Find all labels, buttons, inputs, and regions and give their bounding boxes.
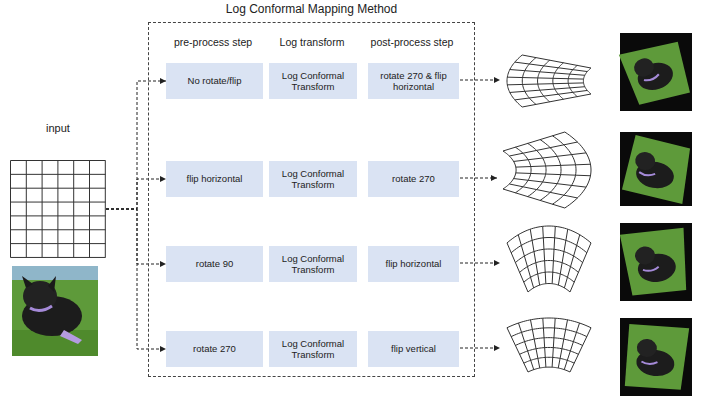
grid-line (509, 142, 577, 156)
grid-line (558, 320, 567, 368)
grid-line (89, 161, 90, 258)
process-box: Log Conformal Transform (269, 246, 357, 282)
output-photo (619, 33, 694, 111)
node-text: rotate 90 (196, 258, 234, 269)
output-arrows (460, 80, 500, 348)
node-text: rotate 270 (392, 173, 435, 184)
grid-line (73, 161, 74, 258)
input-grid-drawing (10, 160, 106, 258)
warped-grid (507, 226, 591, 292)
node-text: flip horizontal (187, 173, 243, 184)
grid-line (543, 318, 546, 367)
column-header: post-process step (352, 36, 472, 48)
dashed-connector (106, 179, 166, 209)
grid-line (11, 174, 106, 175)
grid-line (528, 367, 570, 372)
grid-line (507, 243, 528, 292)
node-text: flip horizontal (386, 258, 442, 269)
process-box: flip horizontal (166, 161, 263, 197)
grid-line (510, 70, 585, 76)
grid-line (514, 153, 586, 162)
node-text: input (8, 122, 108, 134)
warped-grid (507, 318, 591, 372)
grid-line (518, 323, 533, 370)
grid-line (503, 132, 565, 151)
warped-grids (503, 55, 591, 372)
grid-line (42, 161, 43, 258)
grid-line (570, 243, 591, 292)
grid-line (564, 323, 579, 370)
grid-line (558, 229, 567, 285)
process-box: rotate 270 (166, 331, 263, 367)
grid-line (503, 151, 516, 189)
process-box: flip vertical (368, 331, 459, 367)
grid-line (510, 87, 585, 93)
method-frame: No rotate/flipLog Conformal Transformrot… (148, 22, 475, 377)
grid-line (522, 55, 591, 68)
dashed-connector (106, 81, 166, 209)
warped-grid (507, 55, 591, 107)
process-box: flip horizontal (368, 246, 459, 282)
grid-line (11, 160, 106, 161)
grid-line (515, 90, 587, 99)
grid-line (518, 235, 533, 288)
warped-grid (503, 132, 591, 208)
node-text: Log Conformal Transform (273, 168, 353, 191)
grid-line (522, 94, 591, 107)
grid-line (503, 189, 565, 208)
process-box: rotate 270 (368, 161, 459, 197)
dashed-connector (106, 209, 166, 349)
node-text: Log Conformal Transform (273, 338, 353, 361)
dashed-connector (106, 209, 166, 264)
node-text: No rotate/flip (188, 75, 242, 86)
grid-line (507, 83, 583, 85)
grid-line (57, 161, 58, 258)
input-grid: input (8, 122, 108, 260)
grid-line (26, 161, 27, 258)
column-header: Log transform (252, 36, 372, 48)
grid-line (11, 188, 106, 189)
column-header: pre-process step (153, 36, 273, 48)
grid-line (10, 161, 11, 258)
node-text: Log Conformal Transform (273, 253, 353, 276)
grid-line (105, 161, 106, 258)
output-photo (620, 132, 693, 206)
grid-line (507, 77, 583, 79)
grid-line (552, 318, 555, 367)
output-photo (620, 318, 692, 396)
node-text: rotate 270 & flip horizontal (372, 70, 455, 93)
process-box: rotate 270 & flip horizontal (368, 63, 459, 99)
grid-line (516, 173, 591, 176)
grid-line (516, 164, 591, 167)
grid-line (11, 257, 106, 258)
node-text: flip vertical (391, 343, 436, 354)
node-text: rotate 270 (193, 343, 236, 354)
process-box: rotate 90 (166, 246, 263, 282)
grid-line (11, 215, 106, 216)
grid-line (552, 226, 555, 283)
grid-line (514, 179, 586, 188)
node-text: Log Conformal Mapping Method (139, 2, 484, 16)
process-box: Log Conformal Transform (269, 331, 357, 367)
grid-line (507, 328, 528, 372)
grid-line (11, 202, 106, 203)
input-photo (12, 266, 98, 356)
output-photo (620, 223, 692, 301)
process-box: Log Conformal Transform (269, 161, 357, 197)
grid-line (530, 229, 539, 285)
grid-line (543, 226, 546, 283)
grid-line (530, 320, 539, 368)
grid-line (528, 284, 570, 292)
grid-line (564, 235, 579, 288)
process-box: Log Conformal Transform (269, 63, 357, 99)
node-text: Log Conformal Transform (273, 70, 353, 93)
grid-line (509, 184, 577, 198)
grid-line (11, 229, 106, 230)
process-box: No rotate/flip (166, 63, 263, 99)
grid-line (570, 328, 591, 372)
grid-line (11, 243, 106, 244)
grid-line (515, 62, 587, 71)
